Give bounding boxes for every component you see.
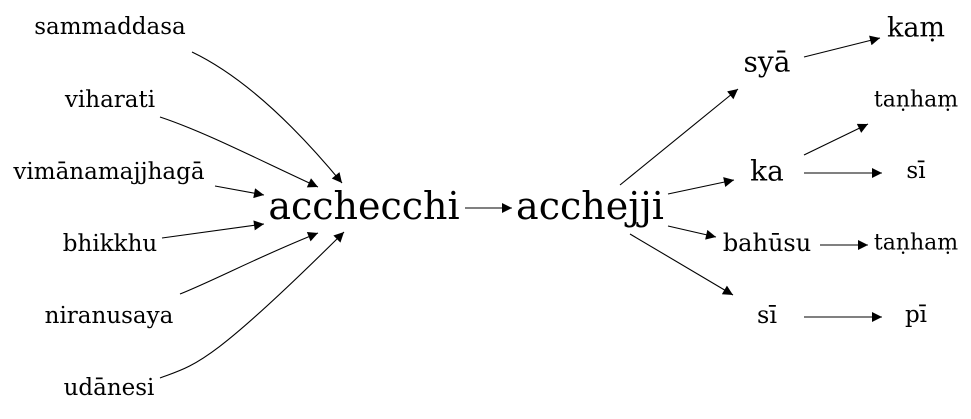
- node-udanesi: udānesi: [64, 375, 155, 401]
- node-tanham-lower: taṇhaṃ: [874, 231, 958, 256]
- node-si-mid: sī: [757, 301, 777, 329]
- edge-bhikkhu-acchecchi: [161, 220, 265, 239]
- node-niranusaya: niranusaya: [45, 303, 174, 329]
- node-kam: kaṃ: [887, 13, 945, 44]
- edge-ka-tanham: [803, 123, 869, 156]
- edge-udanesi-acchecchi: [159, 231, 345, 379]
- edge-sya-kam: [803, 35, 881, 58]
- edge-acchejji-sya: [619, 88, 739, 186]
- edge-acchejji-bahusu: [667, 225, 717, 240]
- node-pi: pī: [905, 302, 927, 328]
- node-bahusu: bahūsu: [723, 229, 811, 257]
- edges-group: [159, 35, 882, 379]
- node-bhikkhu: bhikkhu: [63, 231, 157, 257]
- edge-acchejji-si: [629, 233, 734, 296]
- edge-acchejji-ka: [667, 177, 735, 195]
- node-tanham-upper: taṇhaṃ: [874, 88, 958, 113]
- node-ka: ka: [750, 155, 784, 188]
- node-sya: syā: [744, 46, 791, 79]
- node-acchejji: acchejji: [516, 184, 664, 228]
- edge-viharati-acchecchi: [159, 116, 319, 188]
- edge-sammaddasa-acchecchi: [191, 51, 343, 184]
- nodes-group: sammaddasa viharati vimānamajjhagā bhikk…: [12, 13, 958, 402]
- node-sammaddasa: sammaddasa: [34, 14, 186, 40]
- edge-niranusaya-acchecchi: [179, 232, 319, 295]
- node-acchecchi: acchecchi: [268, 184, 459, 228]
- node-si-right: sī: [906, 158, 925, 184]
- node-vimanamajjhaga: vimānamajjhagā: [12, 159, 204, 185]
- edge-vimanamajjhaga-acchecchi: [214, 185, 265, 199]
- node-viharati: viharati: [64, 87, 155, 113]
